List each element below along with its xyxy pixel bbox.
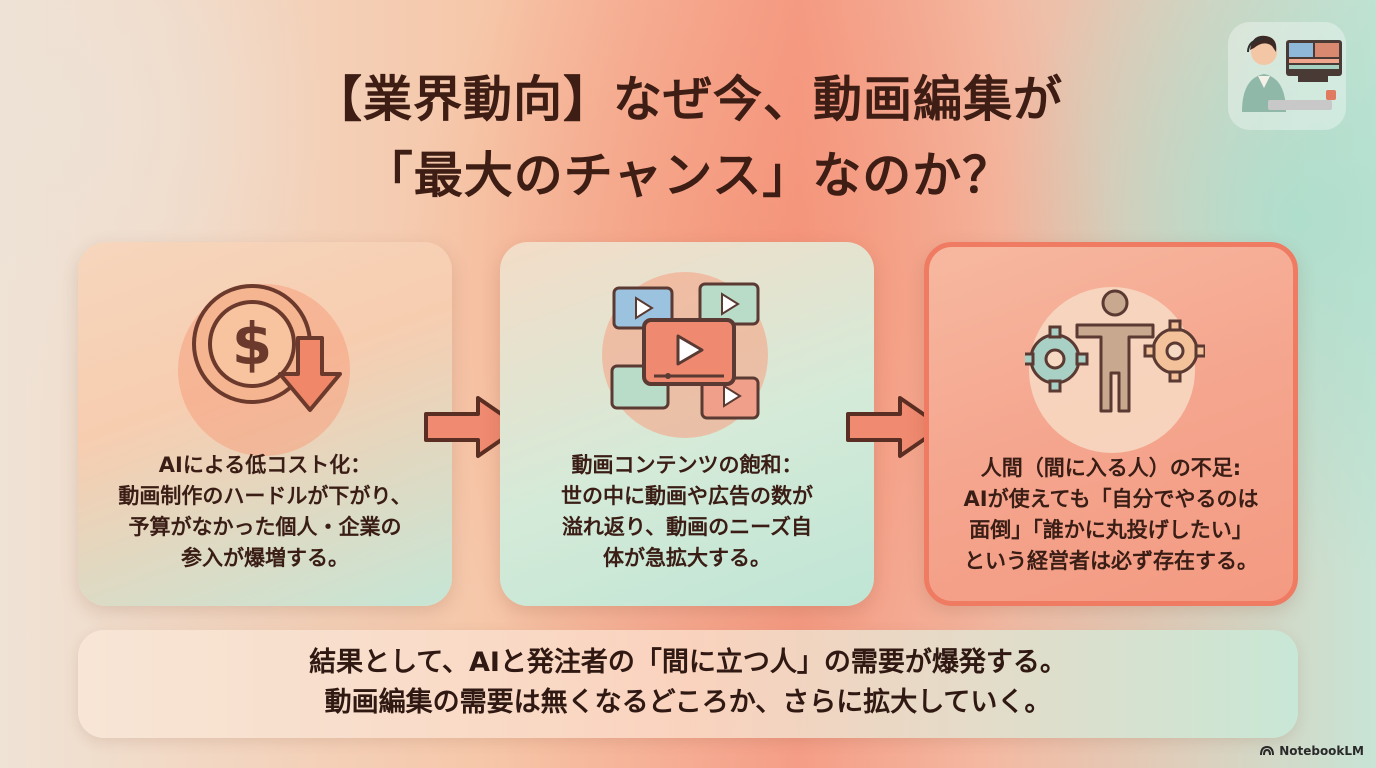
dollar-down-icon: $ [192,284,342,412]
card-line: という経営者は必ず存在する。 [964,549,1258,573]
card-heading: 動画コンテンツの飽和： [571,453,803,477]
card-description: 動画コンテンツの飽和： 世の中に動画や広告の数が 溢れ返り、動画のニーズ自 体が… [500,450,874,574]
card-content-saturation: 動画コンテンツの飽和： 世の中に動画や広告の数が 溢れ返り、動画のニーズ自 体が… [500,242,874,606]
person-gears-icon [1025,289,1205,413]
conclusion-line-1: 結果として、AIと発注者の「間に立つ人」の需要が爆発する。 [309,647,1067,678]
card-line: 面倒」「誰かに丸投げしたい」 [969,518,1253,542]
page-title: 【業界動向】なぜ今、動画編集が 「最大のチャンス」なのか？ [0,62,1376,214]
title-line-2: 「最大のチャンス」なのか？ [363,147,1013,204]
card-description: AIによる低コスト化： 動画制作のハードルが下がり、 予算がなかった個人・企業の… [78,450,452,574]
card-line: 参入が爆増する。 [181,546,349,570]
arrow-right-icon [846,396,944,458]
svg-text:$: $ [232,310,272,378]
card-line: 予算がなかった個人・企業の [128,515,402,539]
card-line: 世の中に動画や広告の数が [561,484,813,508]
card-human-shortage: 人間（間に入る人）の不足: AIが使えても「自分でやるのは 面倒」「誰かに丸投げ… [924,242,1298,606]
conclusion-box: 結果として、AIと発注者の「間に立つ人」の需要が爆発する。 動画編集の需要は無く… [78,630,1298,738]
card-heading: 人間（間に入る人）の不足: [980,456,1242,480]
card-line: 溢れ返り、動画のニーズ自 [561,515,813,539]
card-description: 人間（間に入る人）の不足: AIが使えても「自分でやるのは 面倒」「誰かに丸投げ… [929,453,1293,577]
arrow-right-icon [424,396,522,458]
brand-watermark: NotebookLM [1260,744,1364,758]
card-line: 体が急拡大する。 [603,546,771,570]
card-line: 動画制作のハードルが下がり、 [118,484,412,508]
card-line: AIが使えても「自分でやるのは [963,487,1259,511]
card-heading: AIによる低コスト化： [158,453,372,477]
title-line-1: 【業界動向】なぜ今、動画編集が [312,71,1063,128]
video-tiles-icon [610,282,760,420]
video-editor-avatar-icon [1228,22,1346,130]
notebooklm-logo-icon [1260,746,1275,756]
brand-name: NotebookLM [1279,744,1364,758]
conclusion-line-2: 動画編集の需要は無くなるどころか、さらに拡大していく。 [324,687,1052,718]
card-cost-reduction: $ AIによる低コスト化： 動画制作のハードルが下がり、 予算がなかった個人・企… [78,242,452,606]
